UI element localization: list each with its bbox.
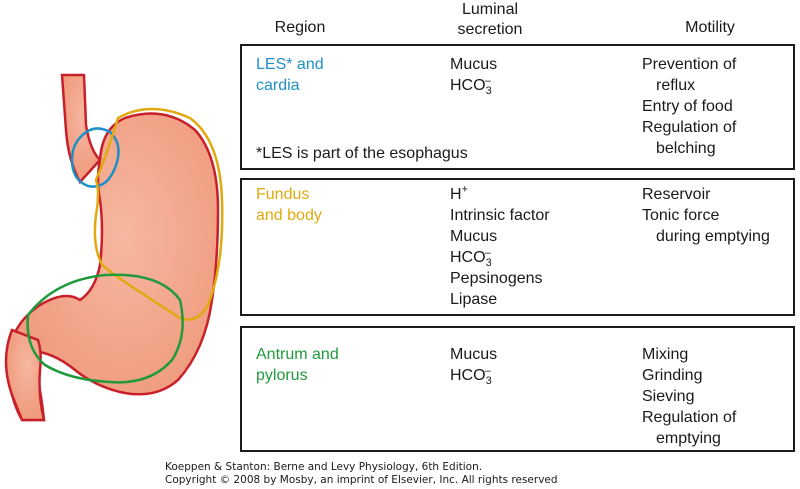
row-antrum-box: [240, 326, 795, 452]
motility-item: Grinding: [642, 367, 703, 384]
secretion-item: Mucus: [450, 346, 498, 363]
row-les-box: [240, 44, 795, 170]
credit-line1: Koeppen & Stanton: Berne and Levy Physio…: [165, 461, 483, 473]
header-region: Region: [274, 19, 326, 36]
secretion-sup: –: [484, 246, 491, 259]
motility-item: Reservoir: [642, 186, 711, 203]
secretion-text: HCO: [450, 249, 486, 266]
motility-item: reflux: [656, 77, 696, 94]
motility-item: Sieving: [642, 388, 695, 405]
secretion-text: H: [450, 186, 462, 203]
stomach-illustration: [4, 73, 224, 422]
header-secretion-line1: Luminal: [461, 1, 519, 18]
region-antrum: Antrum and pylorus: [256, 344, 339, 386]
region-les-line2: cardia: [256, 77, 300, 94]
secretion-item: HCO3–: [450, 364, 497, 388]
secretion-item: Pepsinogens: [450, 270, 543, 287]
secretion-item: Intrinsic factor: [450, 207, 550, 224]
secretion-item: H+: [450, 184, 550, 205]
region-fundus-line1: Fundus: [256, 186, 310, 203]
motility-item: during emptying: [656, 228, 770, 245]
row-fundus-box: [240, 178, 795, 316]
secretion-item: HCO3–: [450, 74, 497, 98]
motility-item: Mixing: [642, 346, 689, 363]
secretion-item: Mucus: [450, 56, 498, 73]
secretion-sup: +: [461, 183, 468, 196]
motility-item: Prevention of: [642, 56, 737, 73]
secretion-list-les: Mucus HCO3–: [450, 54, 498, 98]
secretion-list-antrum: Mucus HCO3–: [450, 344, 498, 388]
secretion-sub: 3: [485, 257, 492, 270]
les-region-outline: [70, 127, 120, 188]
region-fundus-line2: and body: [256, 207, 322, 224]
motility-item: Entry of food: [642, 98, 733, 115]
stomach-body: [6, 112, 220, 422]
motility-item: Tonic force: [642, 207, 720, 224]
region-antrum-line1: Antrum and: [256, 346, 339, 363]
antrum-region-outline: [26, 273, 184, 384]
motility-item: Regulation of: [642, 119, 737, 136]
les-footnote: *LES is part of the esophagus: [256, 145, 468, 162]
secretion-text: HCO: [450, 367, 486, 384]
header-secretion: Luminal secretion: [430, 0, 550, 40]
secretion-item: Lipase: [450, 291, 498, 308]
secretion-list-fundus: H+ Intrinsic factor Mucus HCO3– Pepsinog…: [450, 184, 550, 310]
motility-list-les: Prevention of reflux Entry of food Regul…: [642, 54, 736, 159]
secretion-sup: –: [484, 364, 491, 377]
secretion-sub: 3: [485, 375, 492, 388]
fundus-region-outline: [93, 107, 224, 321]
secretion-item: HCO3–: [450, 246, 550, 270]
motility-item: belching: [656, 140, 716, 157]
motility-list-fundus: Reservoir Tonic force during emptying: [642, 184, 770, 247]
region-antrum-line2: pylorus: [256, 367, 308, 384]
motility-item: Regulation of: [642, 409, 737, 426]
header-motility: Motility: [685, 19, 735, 36]
header-secretion-line2: secretion: [457, 21, 523, 38]
region-fundus: Fundus and body: [256, 184, 322, 226]
duodenum: [4, 328, 46, 422]
credit-line2: Copyright © 2008 by Mosby, an imprint of…: [165, 474, 558, 486]
secretion-sup: –: [484, 74, 491, 87]
secretion-sub: 3: [485, 85, 492, 98]
motility-item: emptying: [656, 430, 721, 447]
secretion-item: Mucus: [450, 228, 498, 245]
region-les-line1: LES* and: [256, 56, 324, 73]
region-les: LES* and cardia: [256, 54, 324, 96]
secretion-text: HCO: [450, 77, 486, 94]
motility-list-antrum: Mixing Grinding Sieving Regulation of em…: [642, 344, 736, 449]
